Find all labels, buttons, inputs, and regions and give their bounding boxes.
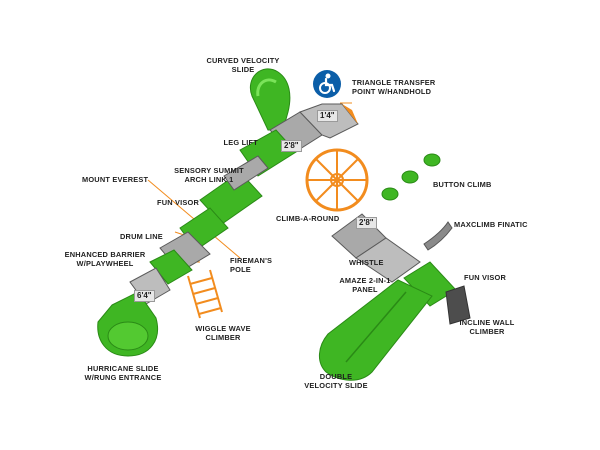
label-wiggle-wave-climber: WIGGLE WAVE CLIMBER (195, 324, 251, 342)
label-double-velocity-slide: DOUBLE VELOCITY SLIDE (304, 372, 368, 390)
maxclimb-finatic (423, 221, 453, 251)
dimension-tag: 2'8" (281, 140, 302, 152)
dimension-tag: 6'4" (134, 290, 155, 302)
label-leg-lift: LEG LIFT (223, 138, 258, 147)
label-climb-a-round: CLIMB-A-ROUND (276, 214, 340, 223)
label-maxclimb-finatic: MAXCLIMB FINATIC (454, 220, 528, 229)
button-climb (381, 153, 441, 201)
top-deck (269, 103, 359, 155)
dimension-tag: 2'8" (356, 217, 377, 229)
label-fun-visor-left: FUN VISOR (157, 198, 200, 207)
sensory-summit-link (179, 129, 297, 251)
label-mount-everest: MOUNT EVEREST (82, 175, 149, 184)
label-fun-visor-right: FUN VISOR (464, 273, 507, 282)
label-incline-wall-climber: INCLINE WALL CLIMBER (459, 318, 515, 336)
label-button-climb: BUTTON CLIMB (433, 180, 492, 189)
label-whistle: WHISTLE (349, 258, 384, 267)
label-firemans-pole: FIREMAN'S POLE (230, 256, 273, 274)
label-enhanced-barrier: ENHANCED BARRIER W/PLAYWHEEL (64, 250, 146, 268)
hurricane-slide (97, 291, 158, 357)
wiggle-wave-climber (187, 269, 223, 319)
left-deck (129, 231, 211, 305)
label-triangle-transfer-point: TRIANGLE TRANSFER POINT W/HANDHOLD (352, 78, 436, 96)
dimension-tag: 1'4" (317, 110, 338, 122)
label-amaze-panel: AMAZE 2-IN-1 PANEL (339, 276, 391, 294)
curved-velocity-slide (249, 68, 291, 131)
accessibility-icon (313, 70, 341, 98)
label-sensory-summit: SENSORY SUMMIT ARCH LINK 1 (174, 166, 244, 184)
double-velocity-slide (319, 279, 433, 381)
label-hurricane-slide: HURRICANE SLIDE W/RUNG ENTRANCE (84, 364, 162, 382)
label-drum-line: DRUM LINE (120, 232, 163, 241)
label-curved-velocity-slide: CURVED VELOCITY SLIDE (206, 56, 280, 74)
climb-a-round (305, 148, 369, 212)
